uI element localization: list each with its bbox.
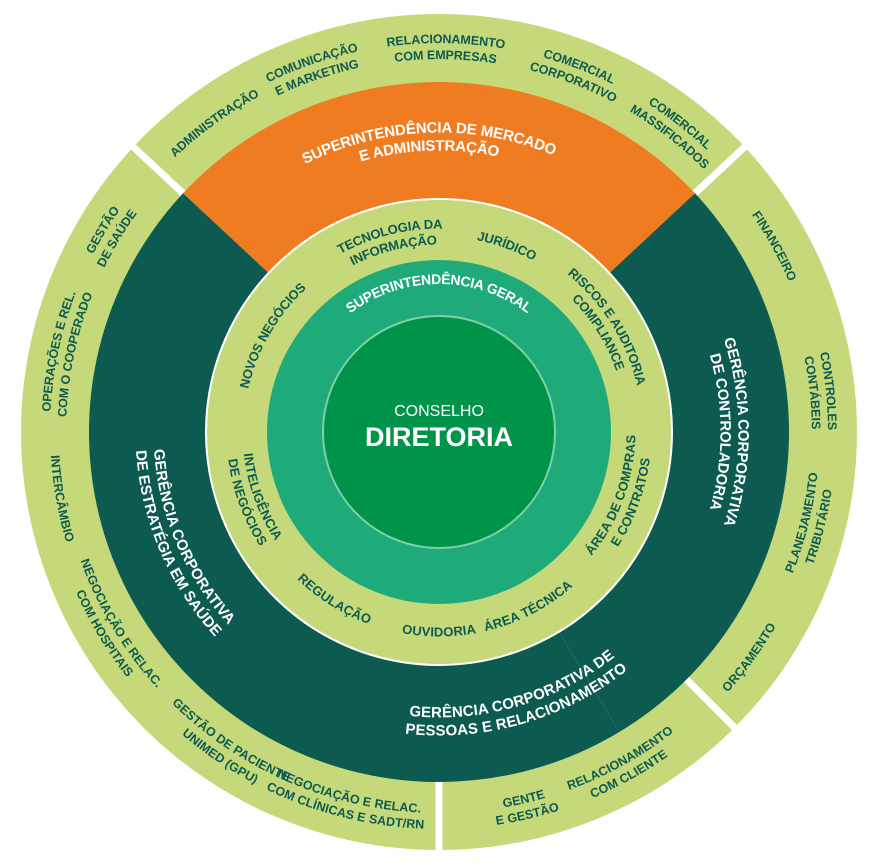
center-top-label: CONSELHO <box>394 403 484 420</box>
band-mercado <box>183 81 695 274</box>
inner-ouvidoria: OUVIDORIA <box>401 621 477 639</box>
band-controladoria <box>559 193 789 733</box>
rings-layer <box>21 14 857 852</box>
gap-right-bottom <box>680 673 739 732</box>
band-estrategia <box>89 193 439 783</box>
center-circle <box>322 315 556 549</box>
gap-right-top <box>688 143 749 200</box>
department-bands <box>89 81 789 783</box>
outer-relacionamento-empresas-line-1: RELACIONAMENTO <box>386 32 507 52</box>
outer-relacionamento-empresas-line-2: COM EMPRESAS <box>394 48 498 66</box>
inner-ouvidoria-text: OUVIDORIA <box>401 621 477 639</box>
gap-left-top <box>129 143 190 200</box>
band-pessoas <box>439 631 620 782</box>
outer-relacionamento-empresas-text: COM EMPRESAS <box>394 48 498 66</box>
outer-relacionamento-empresas-text: RELACIONAMENTO <box>386 32 507 52</box>
center-main-label: DIRETORIA <box>365 422 513 452</box>
